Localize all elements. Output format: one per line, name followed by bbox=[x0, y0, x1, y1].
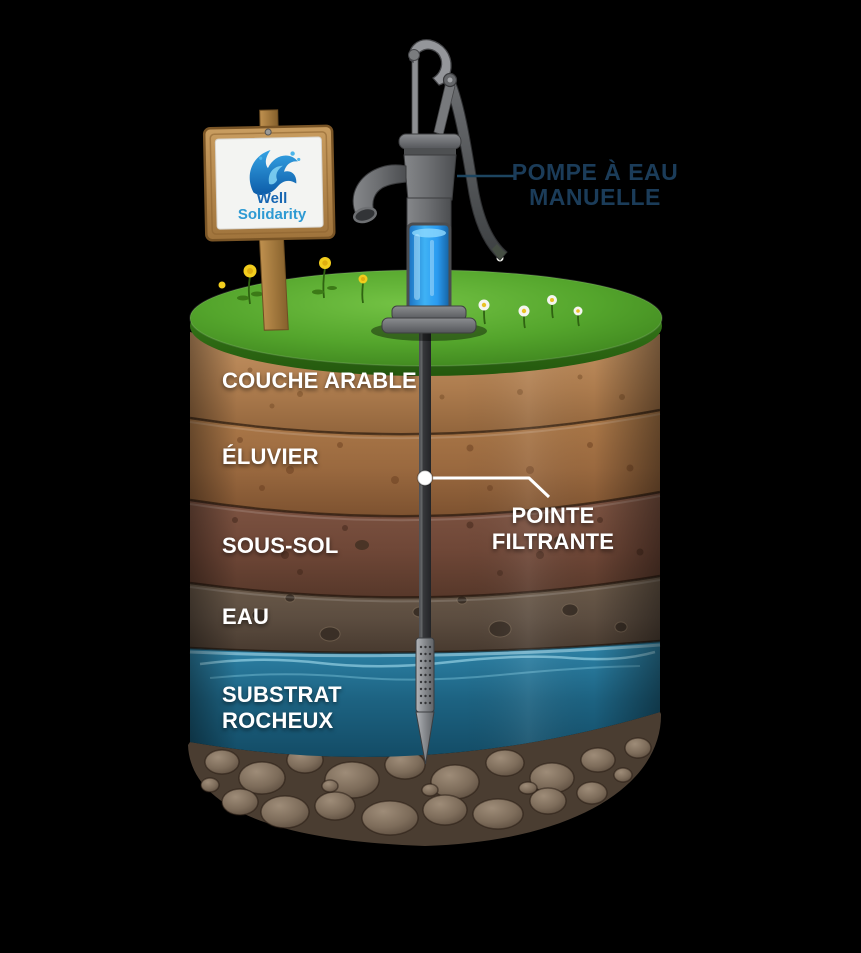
pump-top-cap bbox=[398, 133, 462, 150]
pump-spout bbox=[352, 164, 407, 215]
sign-nail bbox=[264, 128, 272, 136]
pump-base-lower bbox=[381, 317, 477, 334]
layer-label-eluvier: ÉLUVIER bbox=[222, 444, 319, 469]
layer-label-sous-sol: SOUS-SOL bbox=[222, 533, 339, 558]
daisy-flowers bbox=[478, 254, 583, 317]
sign-post-group bbox=[202, 109, 336, 331]
pump-label: POMPE À EAU MANUELLE bbox=[500, 160, 690, 210]
pump-label-line1: POMPE À EAU bbox=[511, 159, 679, 185]
filter-point-dot bbox=[416, 469, 434, 487]
wave-icon bbox=[249, 150, 301, 195]
well-pipe bbox=[415, 333, 435, 765]
layer-label-eau: EAU bbox=[222, 604, 270, 629]
well-point bbox=[415, 637, 435, 765]
hand-pump bbox=[352, 39, 508, 341]
layer-label-substrat-rocheux: SUBSTRAT ROCHEUX bbox=[222, 682, 342, 733]
pump-handle-head bbox=[408, 39, 452, 86]
filter-point-callout-line bbox=[416, 469, 551, 499]
dandelion-flowers bbox=[218, 257, 368, 289]
pump-glass-cylinder bbox=[406, 222, 452, 314]
pump-body bbox=[403, 154, 457, 201]
pump-spout-opening bbox=[353, 206, 377, 224]
sign-text-solidarity: Solidarity bbox=[237, 206, 307, 223]
callout-label-pointe-filtrante: POINTE FILTRANTE bbox=[491, 503, 615, 554]
water-surface bbox=[412, 228, 446, 238]
pump-label-line2: MANUELLE bbox=[529, 184, 661, 210]
pump-bracket bbox=[433, 81, 456, 136]
sign-post bbox=[258, 235, 289, 331]
bedrock-layer bbox=[188, 712, 662, 846]
sign-text-well: Well bbox=[256, 190, 288, 207]
flowers bbox=[218, 254, 583, 329]
layer-label-couche-arable: COUCHE ARABLE bbox=[222, 368, 417, 393]
